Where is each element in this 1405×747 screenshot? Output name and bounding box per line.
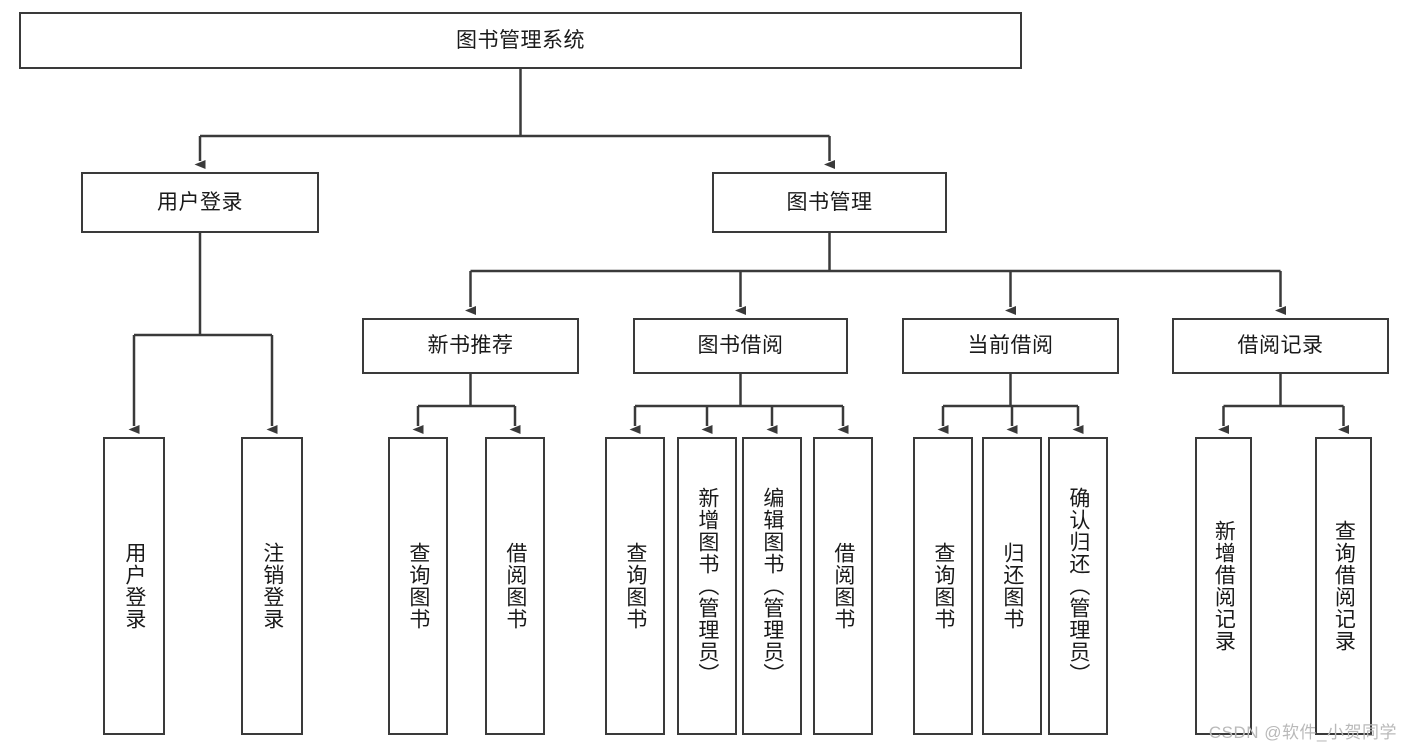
node-label: 新书推荐 [427,334,514,358]
node-leaf-bw-edit[interactable]: 编辑图书（管理员） [742,437,802,735]
node-label: 图书借阅 [697,334,784,358]
node-label: 查询图书 [623,542,647,630]
node-label: 借阅图书 [503,542,527,630]
node-leaf-bw-add[interactable]: 新增图书（管理员） [677,437,737,735]
node-label: 注销登录 [260,542,284,630]
edge-layer [128,69,1349,434]
node-label: 图书管理 [786,190,873,214]
node-records[interactable]: 借阅记录 [1172,318,1389,374]
node-label: 图书管理系统 [456,28,585,52]
node-root[interactable]: 图书管理系统 [19,12,1022,69]
node-label: 查询图书 [406,542,430,630]
node-login[interactable]: 用户登录 [81,172,319,233]
node-label: 查询借阅记录 [1332,520,1356,652]
node-leaf-cur-confirm[interactable]: 确认归还（管理员） [1048,437,1108,735]
node-label: 归还图书 [1000,542,1024,630]
node-label: 新增图书（管理员） [695,487,719,685]
node-label: 用户登录 [157,190,243,214]
node-leaf-nb-borrow[interactable]: 借阅图书 [485,437,545,735]
node-label: 借阅记录 [1237,334,1324,358]
node-label: 确认归还（管理员） [1066,487,1090,685]
node-borrow[interactable]: 图书借阅 [633,318,848,374]
node-leaf-user-login[interactable]: 用户登录 [103,437,165,735]
node-label: 借阅图书 [831,542,855,630]
node-leaf-user-logout[interactable]: 注销登录 [241,437,303,735]
node-current[interactable]: 当前借阅 [902,318,1119,374]
node-leaf-rec-add[interactable]: 新增借阅记录 [1195,437,1252,735]
node-leaf-rec-query[interactable]: 查询借阅记录 [1315,437,1372,735]
node-label: 编辑图书（管理员） [760,487,784,685]
node-newbook[interactable]: 新书推荐 [362,318,579,374]
node-bookmgmt[interactable]: 图书管理 [712,172,947,233]
node-label: 用户登录 [122,542,146,630]
node-leaf-bw-query[interactable]: 查询图书 [605,437,665,735]
node-leaf-cur-query[interactable]: 查询图书 [913,437,973,735]
node-label: 新增借阅记录 [1212,520,1236,652]
node-leaf-bw-borrow[interactable]: 借阅图书 [813,437,873,735]
node-label: 当前借阅 [967,334,1054,358]
node-label: 查询图书 [931,542,955,630]
node-leaf-nb-query[interactable]: 查询图书 [388,437,448,735]
node-leaf-cur-return[interactable]: 归还图书 [982,437,1042,735]
